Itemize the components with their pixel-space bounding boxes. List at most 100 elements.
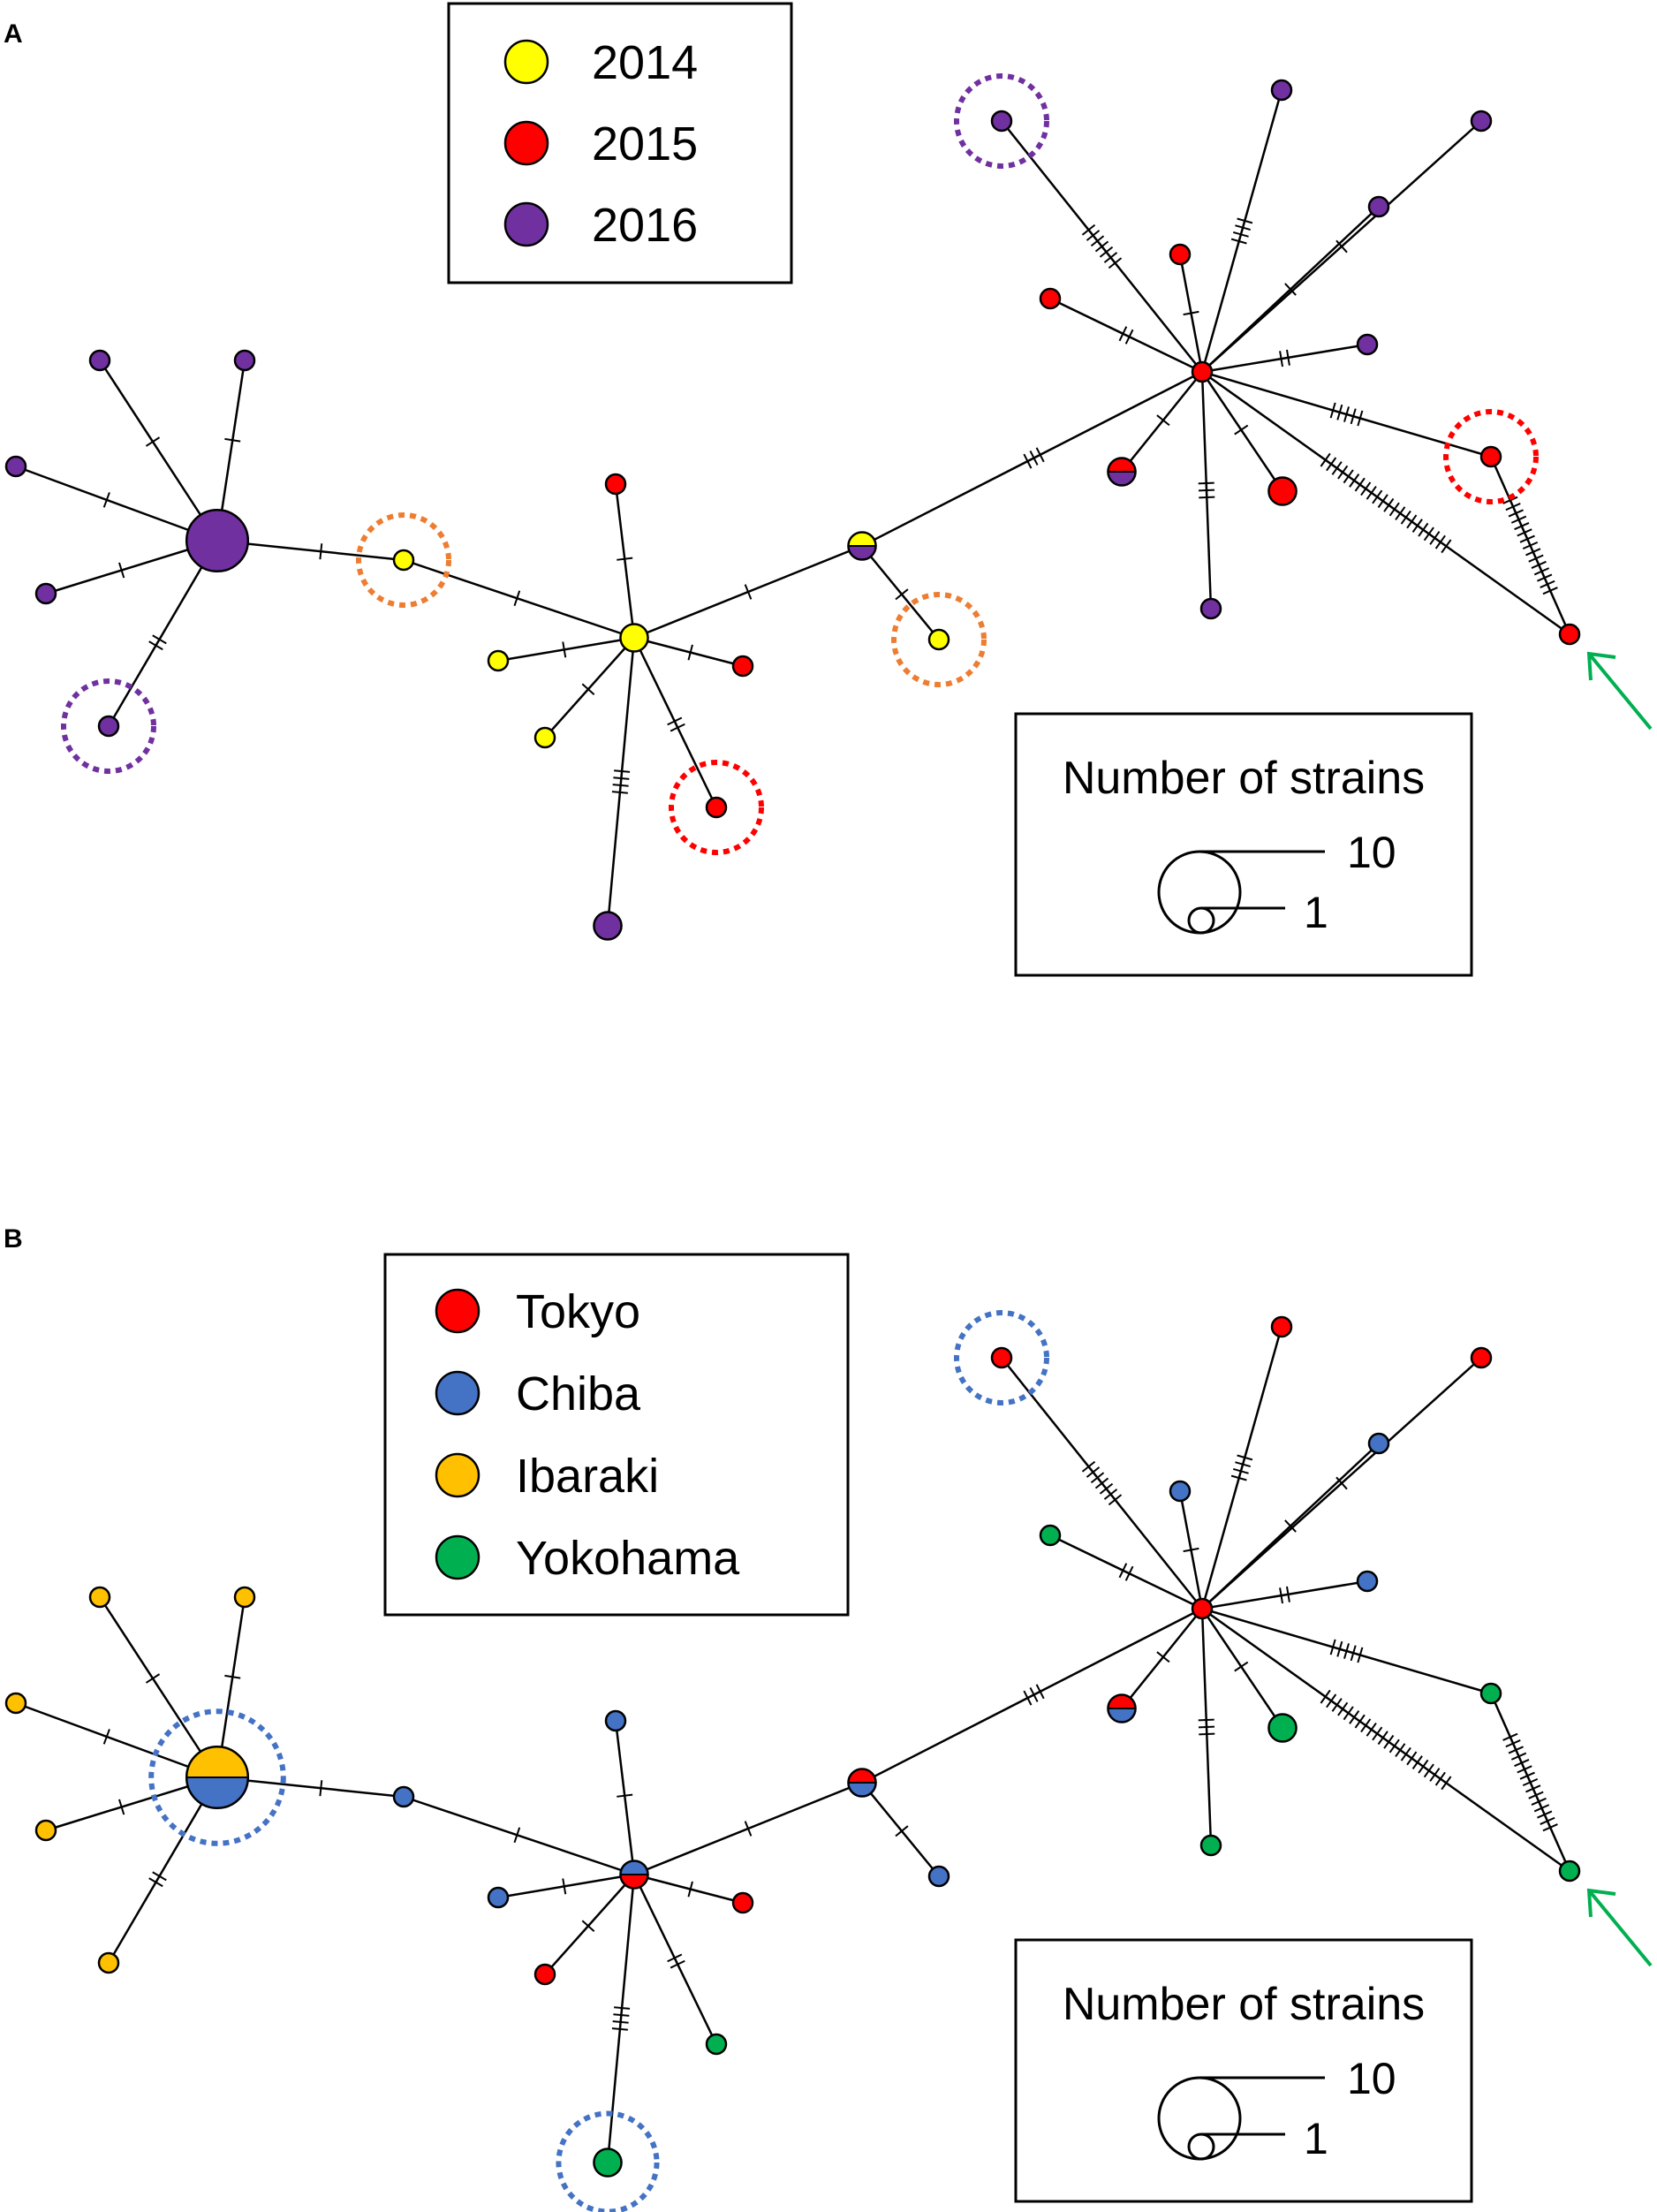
haplotype-node-m6 <box>593 2148 623 2178</box>
pie-outline <box>1107 1693 1137 1723</box>
haplotype-node-n4 <box>34 582 57 605</box>
haplotype-node-r1 <box>990 110 1013 133</box>
mutation-tick <box>1395 506 1406 521</box>
mutation-tick <box>1320 452 1331 467</box>
haplotype-node-r5 <box>1169 1480 1192 1503</box>
haplotype-node-n3 <box>4 455 27 478</box>
panel-b: B Tokyo Chiba Ibaraki Yokohama Number of… <box>4 1224 1653 2212</box>
mutation-tick <box>1198 489 1215 492</box>
pie-outline <box>1107 457 1137 487</box>
scale-legend-title: Number of strains <box>1063 753 1425 804</box>
mutation-tick <box>1103 252 1118 263</box>
network-edge-hub3-r9 <box>1200 1608 1284 1729</box>
legend-swatch-yokohama <box>435 1534 480 1580</box>
mutation-tick <box>1343 1706 1354 1721</box>
mutation-tick <box>1285 349 1290 366</box>
mutation-tick <box>1350 1645 1357 1662</box>
mutation-tick <box>148 1877 163 1888</box>
haplotype-node-c1 <box>392 549 415 572</box>
scale-legend-box <box>1014 1938 1473 2203</box>
mutation-tick <box>744 584 753 600</box>
mutation-tick <box>1023 453 1033 469</box>
haplotype-node-c3 <box>927 628 950 651</box>
mutation-tick <box>1081 1460 1096 1473</box>
mutation-tick <box>1285 1586 1290 1602</box>
mutation-tick <box>1335 239 1348 254</box>
network-edge-hub3-r9 <box>1200 371 1284 492</box>
network-edge-big-n1 <box>98 360 219 542</box>
mutation-tick <box>1234 1661 1249 1672</box>
pie-slice <box>848 546 876 560</box>
haplotype-node-c2 <box>847 531 877 561</box>
mutation-tick <box>581 683 595 695</box>
mutation-tick <box>1094 240 1109 253</box>
mutation-tick <box>1525 548 1541 557</box>
mutation-tick <box>1540 1816 1555 1825</box>
panel-a-label: A <box>4 19 23 49</box>
legend-label-2016: 2016 <box>592 199 698 252</box>
network-edge-hub2-m6 <box>606 637 636 927</box>
mutation-tick <box>1232 231 1249 238</box>
scale-label-small: 1 <box>1304 888 1328 937</box>
mutation-tick <box>614 2006 631 2010</box>
panel-a: A 2014 2015 2016 Number of strains 10 1 <box>4 2 1653 977</box>
haplotype-node-r7 <box>1356 1570 1379 1593</box>
mutation-tick <box>1429 1768 1441 1782</box>
network-edge-hub2-m2 <box>497 636 635 663</box>
panel-a-year-legend: 2014 2015 2016 <box>447 2 793 284</box>
network-edge-hub3-r12 <box>1201 1607 1570 1873</box>
mutation-tick <box>1537 1810 1553 1819</box>
network-edge-hub2-m2 <box>497 1873 635 1899</box>
haplotype-node-r1 <box>990 1346 1013 1369</box>
mutation-tick <box>1505 1739 1521 1748</box>
legend-swatch-chiba <box>435 1370 480 1416</box>
mutation-tick <box>1354 477 1366 492</box>
mutation-tick <box>118 562 125 579</box>
network-edge-hub2-m4 <box>633 636 744 668</box>
mutation-tick <box>1235 1461 1252 1468</box>
mutation-tick <box>1235 224 1252 231</box>
mutation-tick <box>1354 1714 1366 1729</box>
mutation-tick <box>1198 1725 1215 1729</box>
network-edge-hub2-m1 <box>614 483 636 639</box>
highlight-arrow-head <box>1586 651 1616 681</box>
mutation-tick <box>1279 1587 1284 1604</box>
mutation-tick <box>614 769 631 773</box>
mutation-tick <box>1086 1466 1101 1478</box>
panel-b-scale-legend: Number of strains 10 1 <box>1014 1938 1473 2203</box>
mutation-tick <box>670 1959 685 1969</box>
mutation-tick <box>145 1673 161 1684</box>
haplotype-node-n1 <box>88 349 111 372</box>
haplotype-node-n3 <box>4 1692 27 1715</box>
mutation-tick <box>1108 257 1123 269</box>
pie-slice <box>1108 472 1136 486</box>
legend-swatch-tokyo <box>435 1288 480 1334</box>
mutation-tick <box>1418 522 1429 537</box>
mutation-tick <box>152 634 167 645</box>
network-edge-c2-hub3 <box>861 1607 1203 1784</box>
legend-label-chiba: Chiba <box>516 1367 641 1420</box>
mutation-tick <box>1383 497 1395 512</box>
mutation-tick <box>1434 534 1446 549</box>
mutation-tick <box>1360 481 1372 496</box>
legend-label-yokohama: Yokohama <box>516 1532 740 1585</box>
mutation-tick <box>1434 1771 1446 1786</box>
haplotype-node-r2 <box>1270 79 1293 102</box>
mutation-tick <box>1372 1726 1383 1741</box>
panel-b-label: B <box>4 1224 23 1254</box>
mutation-tick <box>1366 1722 1377 1737</box>
mutation-tick <box>1423 526 1434 542</box>
mutation-tick <box>224 1674 241 1679</box>
legend-label-2015: 2015 <box>592 117 698 170</box>
haplotype-node-r7 <box>1356 333 1379 356</box>
haplotype-node-m3 <box>533 726 556 749</box>
mutation-tick <box>1357 410 1364 427</box>
mutation-tick <box>667 1953 683 1963</box>
mutation-tick <box>1099 1482 1114 1495</box>
haplotype-node-c3 <box>927 1865 950 1888</box>
haplotype-node-r3 <box>1470 1346 1493 1369</box>
mutation-tick <box>1510 1752 1527 1761</box>
mutation-tick <box>1230 238 1247 245</box>
legend-swatch-2014 <box>503 39 549 85</box>
mutation-tick <box>1326 1693 1337 1708</box>
